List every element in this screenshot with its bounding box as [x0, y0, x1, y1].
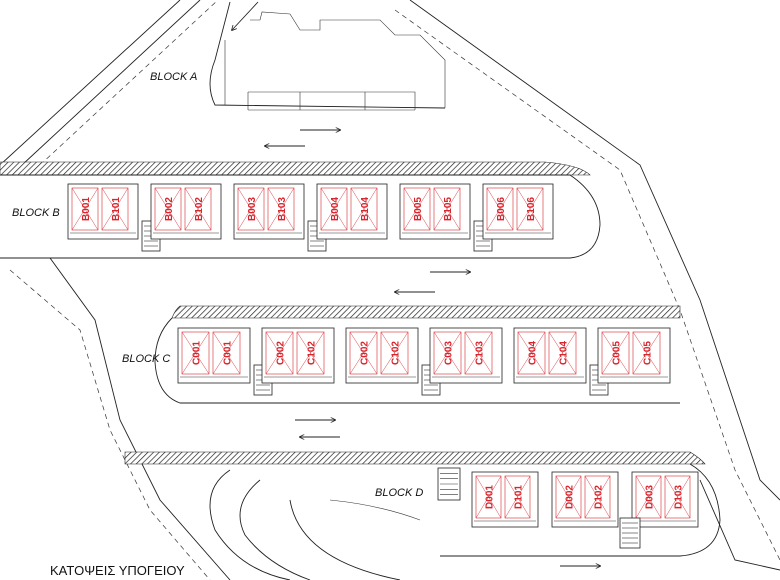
- unit-pair-box: [597, 327, 671, 384]
- parking-unit-c: C005: [601, 331, 630, 375]
- parking-unit-c: C003: [433, 331, 462, 375]
- unit-label: D101: [514, 485, 525, 509]
- parking-unit-b: B003: [237, 187, 265, 231]
- unit-label: C005: [612, 341, 623, 365]
- parking-unit-c: C002: [349, 331, 378, 375]
- parking-unit-d: D003: [635, 475, 662, 519]
- unit-label: B101: [111, 197, 122, 221]
- unit-label: B104: [360, 197, 371, 221]
- unit-label: B003: [247, 197, 258, 221]
- unit-label: B001: [81, 197, 92, 221]
- unit-label: D103: [674, 485, 685, 509]
- unit-label: C102: [391, 341, 402, 365]
- parking-unit-d: D001: [475, 475, 502, 519]
- parking-unit-c: C104: [548, 331, 577, 375]
- unit-label: C002: [360, 341, 371, 365]
- unit-label: B102: [194, 197, 205, 221]
- block-c: C001 C001 C002 C102 C002 C102 C003 C103 C004 C104…: [154, 305, 681, 404]
- parking-unit-b: B001: [71, 187, 99, 231]
- block-a-label: BLOCK A: [150, 71, 197, 83]
- unit-label: B006: [496, 197, 507, 221]
- unit-pair-box: [233, 183, 305, 240]
- block-c-cells: C001 C001 C002 C102 C002 C102 C003 C103 C004 C104…: [177, 327, 671, 396]
- parking-unit-b: B104: [350, 187, 378, 231]
- unit-pair-box: [429, 327, 503, 384]
- block-b-cells: B001 B101 B002 B102 B003 B103 B004 B104 B005 B105…: [67, 183, 554, 252]
- unit-pair-box: [177, 327, 251, 384]
- unit-label: B106: [526, 197, 537, 221]
- unit-label: B005: [413, 197, 424, 221]
- unit-label: D002: [565, 485, 576, 509]
- block-a: [209, 1, 446, 146]
- unit-label: C001: [223, 341, 234, 365]
- parking-unit-b: B103: [267, 187, 295, 231]
- unit-label: C001: [192, 341, 203, 365]
- parking-unit-c: C001: [181, 331, 210, 375]
- parking-unit-c: C001: [212, 331, 241, 375]
- unit-label: C103: [475, 341, 486, 365]
- unit-pair-box: [67, 183, 139, 240]
- parking-unit-c: C102: [296, 331, 325, 375]
- block-d-cells: D001 D101 D002 D102 D003 D103: [437, 467, 699, 549]
- parking-unit-b: B005: [403, 187, 431, 231]
- parking-unit-b: B105: [433, 187, 461, 231]
- block-b-label: BLOCK B: [12, 207, 60, 219]
- parking-unit-c: C103: [464, 331, 493, 375]
- stairwell: [619, 517, 641, 549]
- unit-pair-box: [316, 183, 388, 240]
- parking-unit-b: B002: [154, 187, 182, 231]
- unit-label: C104: [559, 341, 570, 365]
- unit-pair-box: [150, 183, 222, 240]
- parking-unit-c: C102: [380, 331, 409, 375]
- unit-label: C102: [307, 341, 318, 365]
- unit-pair-box: [261, 327, 335, 384]
- unit-label: C003: [444, 341, 455, 365]
- unit-label: C004: [528, 341, 539, 365]
- unit-pair-box: [399, 183, 471, 240]
- parking-unit-b: B102: [184, 187, 212, 231]
- unit-label: B103: [277, 197, 288, 221]
- unit-label: D003: [645, 485, 656, 509]
- parking-unit-c: C004: [517, 331, 546, 375]
- parking-unit-d: D103: [664, 475, 691, 519]
- unit-pair-box: [345, 327, 419, 384]
- unit-label: B105: [443, 197, 454, 221]
- parking-unit-d: D002: [555, 475, 582, 519]
- parking-unit-c: C002: [265, 331, 294, 375]
- block-d-label: BLOCK D: [375, 487, 423, 499]
- unit-label: B002: [164, 197, 175, 221]
- unit-pair-box: [482, 183, 554, 240]
- unit-label: D001: [485, 485, 496, 509]
- unit-label: D102: [594, 485, 605, 509]
- block-b: B001 B101 B002 B102 B003 B103 B004 B104 B005 B105…: [0, 161, 601, 259]
- drawing-title: ΚΑΤΟΨΕΙΣ ΥΠΟΓΕΙΟΥ: [50, 563, 185, 578]
- block-d: D001 D101 D002 D102 D003 D103: [124, 451, 721, 580]
- parking-unit-b: B006: [486, 187, 514, 231]
- parking-unit-b: B106: [516, 187, 544, 231]
- parking-unit-d: D102: [584, 475, 611, 519]
- unit-label: C002: [276, 341, 287, 365]
- unit-pair-box: [513, 327, 587, 384]
- unit-label: C105: [643, 341, 654, 365]
- stairwell: [437, 467, 461, 501]
- block-c-label: BLOCK C: [122, 353, 170, 365]
- unit-label: B004: [330, 197, 341, 221]
- parking-unit-b: B101: [101, 187, 129, 231]
- parking-unit-b: B004: [320, 187, 348, 231]
- parking-unit-c: C105: [632, 331, 661, 375]
- parking-unit-d: D101: [504, 475, 531, 519]
